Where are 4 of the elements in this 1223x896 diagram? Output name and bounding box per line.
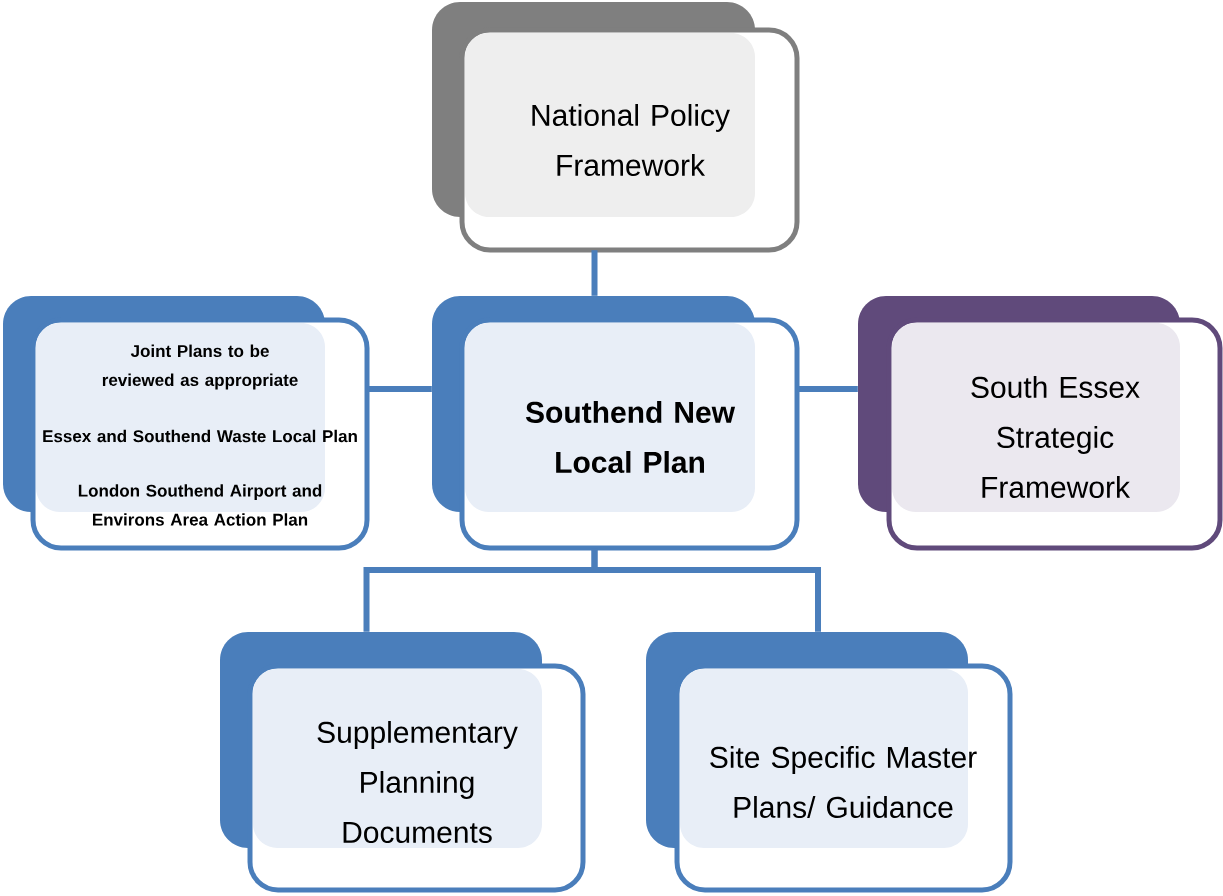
connector-line	[367, 386, 432, 392]
connector-line	[591, 548, 821, 632]
connector-line	[591, 250, 598, 296]
connector-line	[797, 386, 858, 392]
